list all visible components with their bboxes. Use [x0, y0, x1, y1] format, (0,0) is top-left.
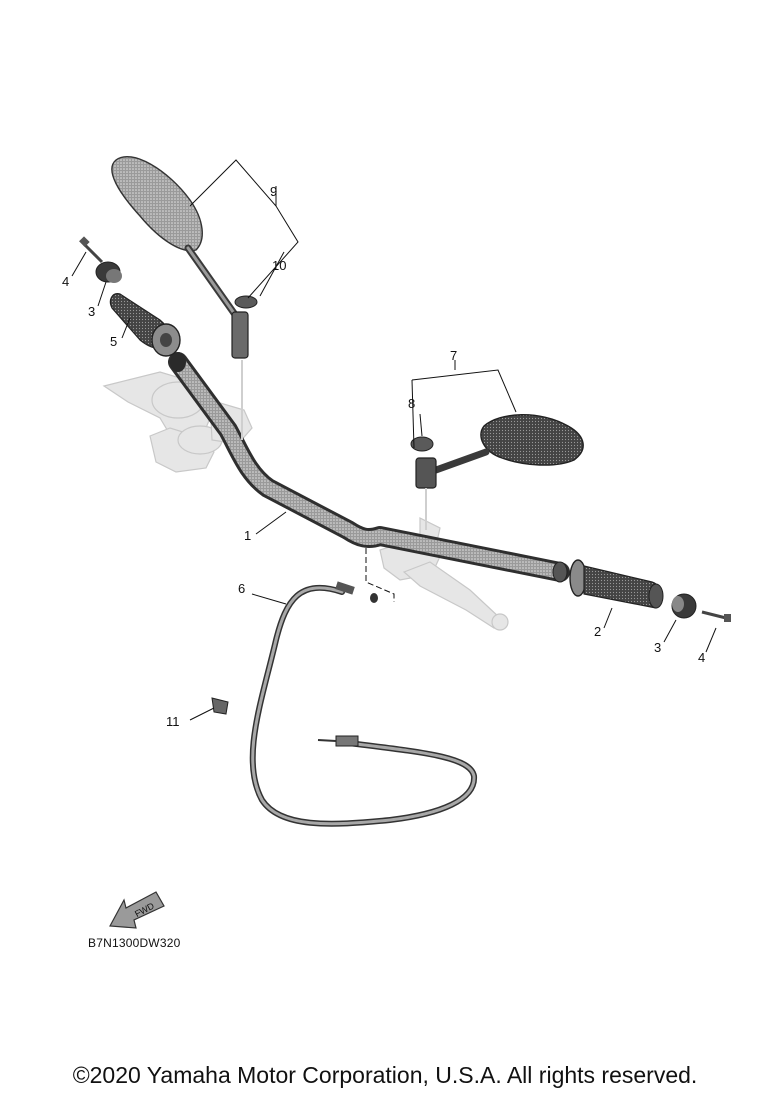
left-grip-end-screw[interactable]	[79, 236, 104, 264]
right-grip[interactable]	[569, 559, 664, 609]
exploded-parts-diagram: 1 2 3 3 4 4 5 6 7 8 9 10 11 FWD	[62, 155, 731, 929]
callout-1: 1	[244, 528, 251, 543]
callout-5: 5	[110, 334, 117, 349]
diagram-code: B7N1300DW320	[88, 936, 181, 950]
left-grip-end[interactable]	[95, 261, 122, 283]
right-grip-end-screw[interactable]	[701, 610, 731, 622]
callout-3-right: 3	[654, 640, 661, 655]
copyright-notice: ©2020 Yamaha Motor Corporation, U.S.A. A…	[72, 1062, 698, 1088]
callout-6: 6	[238, 581, 245, 596]
callout-9: 9	[270, 184, 277, 199]
left-mirror-cap[interactable]	[234, 295, 258, 309]
callout-2: 2	[594, 624, 601, 639]
left-grip[interactable]	[109, 293, 181, 357]
callout-4-right: 4	[698, 650, 705, 665]
handlebar[interactable]	[168, 352, 570, 583]
right-grip-end[interactable]	[671, 593, 697, 619]
callout-10: 10	[272, 258, 286, 273]
right-mirror[interactable]	[415, 414, 584, 530]
callout-11: 11	[166, 714, 180, 729]
cable-clamp[interactable]	[211, 697, 229, 715]
right-mirror-cap[interactable]	[410, 436, 434, 452]
callout-8: 8	[408, 396, 415, 411]
callout-4-left: 4	[62, 274, 69, 289]
callout-3-left: 3	[88, 304, 95, 319]
clutch-cable[interactable]	[249, 581, 478, 827]
fwd-arrow-icon: FWD	[109, 891, 165, 929]
callout-7: 7	[450, 348, 457, 363]
left-mirror[interactable]	[111, 155, 249, 440]
leader-lines	[71, 159, 717, 721]
